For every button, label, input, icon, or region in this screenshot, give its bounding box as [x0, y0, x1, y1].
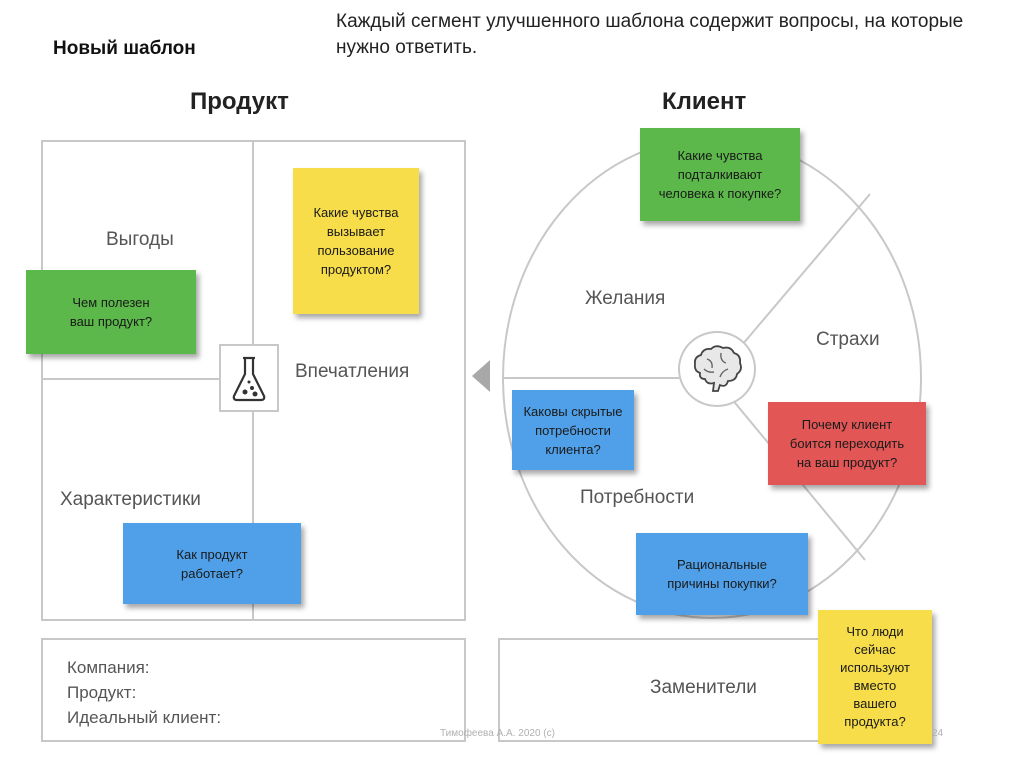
client-heading: Клиент	[662, 88, 747, 115]
arrow-left-icon	[472, 360, 490, 392]
label-ideal-client: Идеальный клиент:	[67, 708, 222, 727]
note-benefits-question: Чем полезен ваш продукт?	[26, 270, 196, 354]
slide-intro: Каждый сегмент улучшенного шаблона содер…	[336, 11, 964, 58]
product-info-lines: Компания: Продукт: Идеальный клиент:	[67, 655, 221, 730]
note-needs-question: Каковы скрытые потребности клиента?	[512, 390, 634, 470]
product-heading: Продукт	[190, 88, 289, 115]
footer-author: Тимофеева А.А. 2020 (с)	[440, 728, 555, 739]
label-company: Компания:	[67, 658, 150, 677]
note-substitutes-question: Что люди сейчас используют вместо вашего…	[818, 610, 932, 744]
brain-icon	[678, 331, 756, 407]
segment-fears: Страхи	[816, 329, 880, 350]
segment-benefits: Выгоды	[106, 229, 174, 250]
page-number: 24	[932, 728, 944, 739]
segment-wants: Желания	[585, 288, 666, 309]
note-rational-question: Рациональные причины покупки?	[636, 533, 808, 615]
product-info-box	[41, 638, 466, 742]
note-impressions-question: Какие чувства вызывает пользование проду…	[293, 168, 419, 314]
note-fears-question: Почему клиент боится переходить на ваш п…	[768, 402, 926, 485]
segment-features: Характеристики	[60, 489, 201, 510]
segment-substitutes: Заменители	[650, 677, 757, 698]
note-wants-question: Какие чувства подталкивают человека к по…	[640, 128, 800, 221]
segment-impressions: Впечатления	[295, 361, 410, 382]
segment-needs: Потребности	[580, 487, 695, 508]
flask-icon	[219, 344, 279, 412]
label-product: Продукт:	[67, 683, 137, 702]
product-divider-horizontal	[41, 378, 253, 380]
note-features-question: Как продукт работает?	[123, 523, 301, 604]
slide-title: Новый шаблон	[53, 38, 196, 59]
